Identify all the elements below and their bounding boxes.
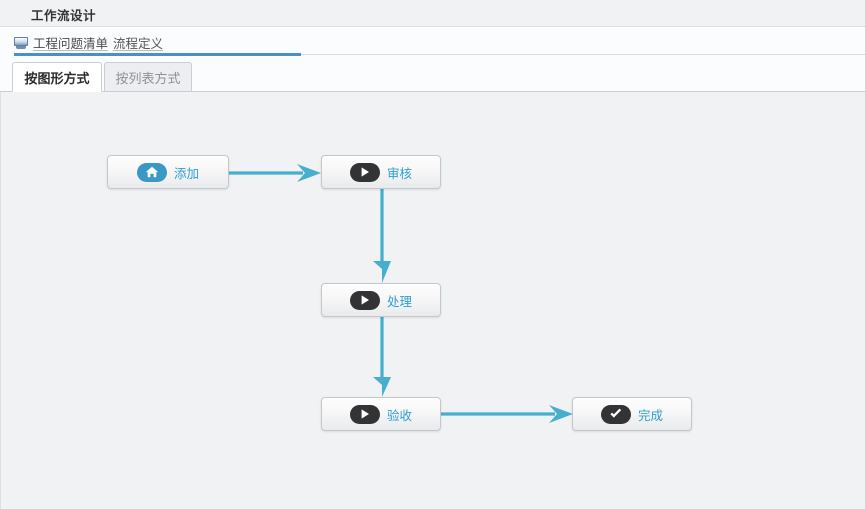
workflow-node-add[interactable]: 添加 bbox=[107, 155, 229, 189]
tab-graphic-view[interactable]: 按图形方式 bbox=[12, 62, 102, 92]
window-titlebar: 工作流设计 bbox=[0, 0, 865, 27]
home-icon bbox=[136, 162, 167, 182]
breadcrumb: 工程问题清单 流程定义 bbox=[14, 33, 163, 52]
connector-review-to-process bbox=[373, 189, 391, 285]
workflow-node-finish-label: 完成 bbox=[637, 408, 663, 423]
workflow-node-review[interactable]: 审核 bbox=[321, 155, 441, 189]
play-icon bbox=[349, 162, 380, 182]
workflow-canvas[interactable]: 添加 审核 处理 bbox=[0, 92, 865, 509]
monitor-icon-stand bbox=[16, 45, 26, 49]
breadcrumb-section-link[interactable]: 流程定义 bbox=[113, 37, 164, 51]
window-title: 工作流设计 bbox=[31, 9, 97, 23]
monitor-icon-screen bbox=[14, 36, 28, 46]
workflow-node-accept-label: 验收 bbox=[386, 408, 412, 423]
play-icon bbox=[349, 290, 380, 310]
workflow-node-finish[interactable]: 完成 bbox=[572, 397, 692, 431]
breadcrumb-module-link[interactable]: 工程问题清单 bbox=[33, 37, 109, 51]
connector-accept-to-finish bbox=[441, 405, 575, 423]
workflow-node-accept[interactable]: 验收 bbox=[321, 397, 441, 431]
monitor-icon bbox=[14, 36, 28, 49]
tab-list-view[interactable]: 按列表方式 bbox=[104, 62, 192, 92]
breadcrumb-bar: 工程问题清单 流程定义 bbox=[0, 28, 865, 57]
breadcrumb-accent-rule bbox=[14, 53, 301, 56]
play-icon bbox=[349, 404, 380, 424]
tab-strip: 按图形方式 按列表方式 bbox=[0, 57, 865, 92]
workflow-node-add-label: 添加 bbox=[173, 166, 199, 181]
breadcrumb-divider bbox=[301, 54, 865, 55]
connector-process-to-accept bbox=[373, 317, 391, 399]
check-icon bbox=[600, 404, 631, 424]
workflow-node-review-label: 审核 bbox=[386, 166, 412, 181]
workflow-node-process-label: 处理 bbox=[386, 294, 412, 309]
workflow-node-process[interactable]: 处理 bbox=[321, 283, 441, 317]
connector-add-to-review bbox=[229, 164, 323, 182]
